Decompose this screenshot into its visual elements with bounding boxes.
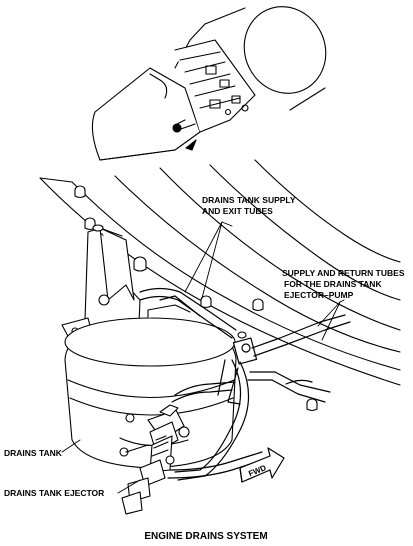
label-drains-tank-ejector: DRAINS TANK EJECTOR [4,488,104,498]
engine-overview-illustration [91,6,327,161]
label-supply-return-line2: FOR THE DRAINS TANK [284,279,382,289]
figure-caption: ENGINE DRAINS SYSTEM [144,531,267,542]
label-supply-return-line3: EJECTOR–PUMP [284,290,354,300]
leader-lines [61,221,345,494]
label-supply-return-line1: SUPPLY AND RETURN TUBES [282,268,405,278]
tubes [139,287,351,481]
label-drains-tank: DRAINS TANK [4,448,63,458]
label-drains-tank-supply-line2: AND EXIT TUBES [202,206,273,216]
fwd-arrow: FWD [239,447,285,483]
drains-tank [64,304,237,469]
label-drains-tank-supply-line1: DRAINS TANK SUPPLY [202,195,296,205]
